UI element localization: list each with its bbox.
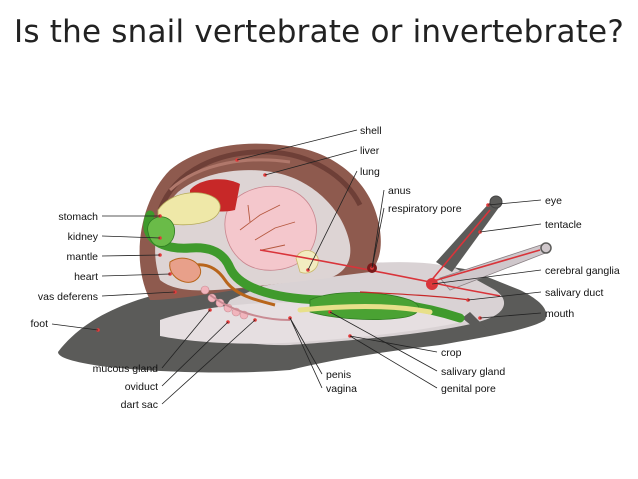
kidney bbox=[147, 216, 175, 247]
lower-tentacle bbox=[462, 312, 488, 334]
label-anus: anus bbox=[388, 185, 411, 197]
label-mucous-gland: mucous gland bbox=[93, 363, 159, 375]
label-heart: heart bbox=[74, 271, 98, 283]
label-shell: shell bbox=[360, 125, 382, 137]
nerve-lines bbox=[259, 209, 541, 297]
leader-lines bbox=[51, 129, 542, 405]
label-tentacle: tentacle bbox=[545, 219, 582, 231]
label-liver: liver bbox=[360, 145, 380, 157]
lung-blob bbox=[295, 250, 319, 274]
label-eye: eye bbox=[545, 195, 562, 207]
label-vas-deferens: vas deferens bbox=[38, 291, 98, 303]
eye-tip bbox=[489, 195, 503, 209]
label-salivary-gland: salivary gland bbox=[441, 366, 505, 378]
label-kidney: kidney bbox=[68, 231, 99, 243]
mucous-gland-cluster bbox=[200, 285, 249, 320]
label-vagina: vagina bbox=[326, 383, 357, 395]
label-foot: foot bbox=[30, 318, 48, 330]
label-lung: lung bbox=[360, 166, 380, 178]
slide-title: Is the snail vertebrate or invertebrate? bbox=[14, 14, 624, 50]
salivary-gland bbox=[297, 304, 433, 315]
liver-vessels bbox=[239, 204, 296, 251]
label-respiratory-pore: respiratory pore bbox=[388, 203, 462, 215]
label-oviduct: oviduct bbox=[125, 381, 158, 393]
oviduct-tube bbox=[209, 294, 291, 321]
heart-loop bbox=[169, 257, 202, 283]
label-penis: penis bbox=[326, 369, 351, 381]
salivary-duct-line bbox=[359, 291, 471, 301]
label-genital-pore: genital pore bbox=[441, 383, 496, 395]
label-mantle: mantle bbox=[66, 251, 98, 263]
label-mouth: mouth bbox=[545, 308, 574, 320]
label-cerebral-ganglia: cerebral ganglia bbox=[545, 265, 620, 277]
label-stomach: stomach bbox=[58, 211, 98, 223]
yellow-gland bbox=[157, 192, 221, 226]
shell-whorl-2 bbox=[168, 158, 291, 192]
tentacle-tip bbox=[540, 242, 552, 254]
label-crop: crop bbox=[441, 347, 462, 359]
label-dart-sac: dart sac bbox=[121, 399, 158, 411]
label-salivary-duct: salivary duct bbox=[545, 287, 603, 299]
